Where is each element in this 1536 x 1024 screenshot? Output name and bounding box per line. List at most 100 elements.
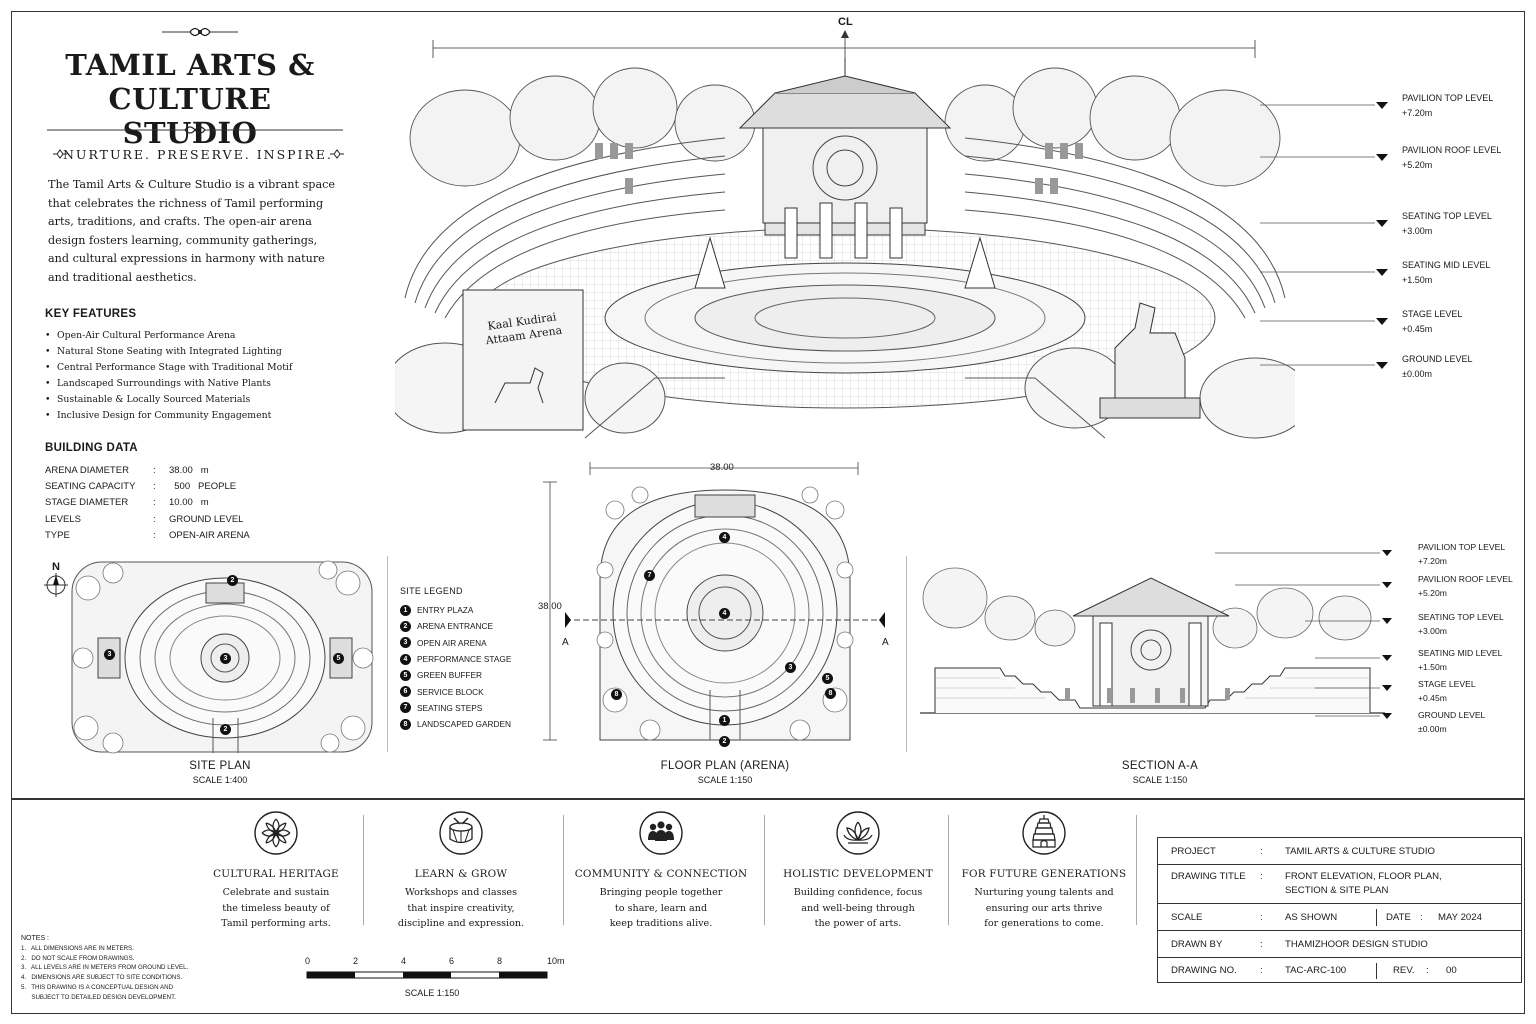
floor-marker: 5 xyxy=(822,673,833,684)
floor-plan-title: FLOOR PLAN (ARENA) xyxy=(660,760,790,772)
scale-tick: 2 xyxy=(353,956,359,966)
floor-plan-width-dim: 38.00 xyxy=(710,462,734,473)
floor-marker: 8 xyxy=(611,689,622,700)
section-scale: SCALE 1:150 xyxy=(1132,775,1188,785)
centerline-label: CL xyxy=(838,16,853,28)
page-title: TAMIL ARTS & CULTURE STUDIO xyxy=(65,48,315,150)
floor-marker: 3 xyxy=(785,662,796,673)
section-level: STAGE LEVEL+0.45m xyxy=(1418,679,1476,703)
section-title: SECTION A-A xyxy=(1121,760,1199,772)
floor-marker: 2 xyxy=(719,736,730,747)
scale-bar xyxy=(306,971,548,979)
section-mark-right: A xyxy=(882,637,889,648)
feature-item: Landscaped Surroundings with Native Plan… xyxy=(45,376,345,392)
ornament-divider-icon xyxy=(47,126,343,134)
elevation-level: SEATING MID LEVEL+1.50m xyxy=(1402,260,1491,285)
title-block-row: SCALE : AS SHOWN DATE : MAY 2024 xyxy=(1158,904,1521,931)
feature-item: Sustainable & Locally Sourced Materials xyxy=(45,392,345,408)
elevation-level: PAVILION ROOF LEVEL+5.20m xyxy=(1402,145,1502,170)
elevation-level-lines xyxy=(1260,102,1388,369)
floor-marker: 8 xyxy=(825,688,836,699)
pillar-holistic: HOLISTIC DEVELOPMENT Building confidence… xyxy=(768,810,948,932)
divider xyxy=(1136,815,1137,925)
ornament-top-icon xyxy=(162,27,238,37)
front-elevation-illustration xyxy=(395,30,1295,439)
section-level: PAVILION ROOF LEVEL+5.20m xyxy=(1418,574,1513,598)
scale-tick: 0 xyxy=(305,956,311,966)
building-data-table: ARENA DIAMETER:38.00 m SEATING CAPACITY:… xyxy=(45,463,250,544)
title-block-row: DRAWN BY : THAMIZHOOR DESIGN STUDIO xyxy=(1158,931,1521,958)
feature-item: Central Performance Stage with Tradition… xyxy=(45,360,345,376)
divider xyxy=(764,815,765,925)
floor-marker: 4 xyxy=(719,532,730,543)
drum-icon xyxy=(439,811,483,855)
divider xyxy=(563,815,564,925)
floor-marker: 1 xyxy=(719,715,730,726)
scale-tick: 8 xyxy=(497,956,503,966)
divider xyxy=(363,815,364,925)
building-data-row: STAGE DIAMETER:10.00 m xyxy=(45,497,209,509)
elevation-level: GROUND LEVEL±0.00m xyxy=(1402,354,1473,379)
lotus-mandala-icon xyxy=(254,811,298,855)
drawing-sheet xyxy=(11,11,1525,1014)
pillar-community: COMMUNITY & CONNECTION Bringing people t… xyxy=(571,810,751,932)
site-plan-title: SITE PLAN xyxy=(189,760,251,772)
north-arrow-icon xyxy=(44,573,68,597)
section-drawing xyxy=(920,550,1392,719)
title-block-row: DRAWING TITLE : FRONT ELEVATION, FLOOR P… xyxy=(1158,865,1521,904)
site-marker: 2 xyxy=(220,724,231,735)
section-level: SEATING TOP LEVEL+3.00m xyxy=(1418,612,1504,636)
section-level: GROUND LEVEL±0.00m xyxy=(1418,710,1486,734)
feature-item: Natural Stone Seating with Integrated Li… xyxy=(45,344,345,360)
floor-plan-drawing xyxy=(543,462,885,741)
intro-paragraph: The Tamil Arts & Culture Studio is a vib… xyxy=(48,178,336,284)
title-block-row: DRAWING NO. : TAC-ARC-100 REV. : 00 xyxy=(1158,958,1521,984)
floor-marker: 7 xyxy=(644,570,655,581)
tagline: NURTURE. PRESERVE. INSPIRE. xyxy=(62,147,333,162)
feature-item: Inclusive Design for Community Engagemen… xyxy=(45,408,345,424)
divider xyxy=(906,556,907,752)
diamond-left-icon xyxy=(53,149,67,159)
site-marker: 5 xyxy=(333,653,344,664)
lotus-icon xyxy=(836,811,880,855)
key-features-list: Open-Air Cultural Performance Arena Natu… xyxy=(45,328,345,424)
site-marker: 3 xyxy=(220,653,231,664)
floor-marker: 4 xyxy=(719,608,730,619)
floor-plan-scale: SCALE 1:150 xyxy=(697,775,753,785)
divider xyxy=(948,815,949,925)
north-label: N xyxy=(52,561,60,573)
title-block-row: PROJECT : TAMIL ARTS & CULTURE STUDIO xyxy=(1158,838,1521,865)
building-data-row: LEVELS:GROUND LEVEL xyxy=(45,513,244,525)
building-data-row: SEATING CAPACITY: 500 PEOPLE xyxy=(45,481,237,493)
key-features-heading: KEY FEATURES xyxy=(45,308,137,320)
divider xyxy=(387,556,388,752)
pillar-future: FOR FUTURE GENERATIONS Nurturing young t… xyxy=(954,810,1134,932)
temple-gopuram-icon xyxy=(1022,811,1066,855)
section-level: PAVILION TOP LEVEL+7.20m xyxy=(1418,542,1506,566)
elevation-level: SEATING TOP LEVEL+3.00m xyxy=(1402,211,1492,236)
title-block: PROJECT : TAMIL ARTS & CULTURE STUDIO DR… xyxy=(1157,837,1522,983)
feature-item: Open-Air Cultural Performance Arena xyxy=(45,328,345,344)
people-icon xyxy=(639,811,683,855)
building-data-row: TYPE:OPEN-AIR ARENA xyxy=(45,529,250,541)
scale-tick: 6 xyxy=(449,956,455,966)
elevation-level: STAGE LEVEL+0.45m xyxy=(1402,309,1463,334)
scale-tick: 4 xyxy=(401,956,407,966)
diamond-right-icon xyxy=(330,149,344,159)
scale-bar-label: SCALE 1:150 xyxy=(404,988,460,998)
site-marker: 3 xyxy=(104,649,115,660)
site-marker: 2 xyxy=(227,575,238,586)
building-data-heading: BUILDING DATA xyxy=(45,442,138,454)
notes-block: NOTES : 1. ALL DIMENSIONS ARE IN METERS.… xyxy=(21,935,189,1001)
